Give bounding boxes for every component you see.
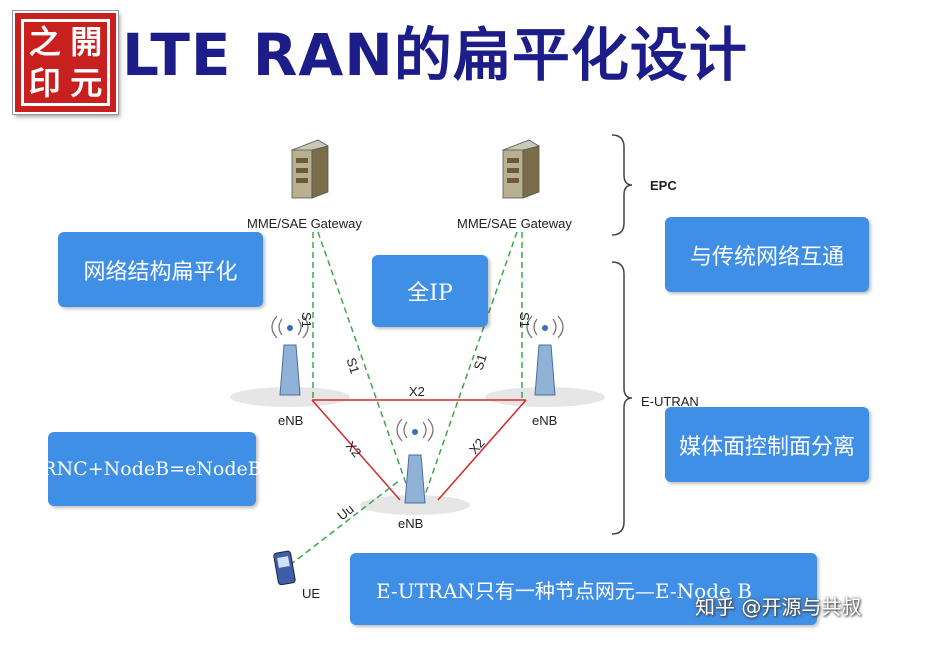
x2-line <box>437 399 527 501</box>
logo-stamp: 之 開 印 元 <box>12 10 119 115</box>
epc-bracket <box>611 134 633 236</box>
x2-links <box>311 399 527 501</box>
slide-title: LTE RAN的扁平化设计 <box>122 21 748 89</box>
single-node-box: E-UTRAN只有一种节点网元—E-Node B <box>350 553 817 625</box>
server-icon <box>502 139 540 199</box>
logo-char: 之 <box>28 23 61 61</box>
gateway-label: MME/SAE Gateway <box>457 216 572 231</box>
s1-line <box>424 231 518 496</box>
x2-label: X2 <box>466 435 488 457</box>
eutran-bracket <box>611 261 633 535</box>
enb-right-shadow <box>485 387 605 407</box>
s1-line <box>317 231 411 496</box>
enb-bottom-shadow <box>360 495 470 515</box>
x2-line <box>311 399 401 501</box>
s1-label: S1 <box>299 312 314 328</box>
zhihu-watermark: 知乎 @开源与共叔 <box>695 595 862 619</box>
gateway-label: MME/SAE Gateway <box>247 216 362 231</box>
server-icon <box>291 139 329 199</box>
logo-char: 元 <box>70 63 103 102</box>
uu-label: Uu <box>334 501 356 523</box>
interop-box: 与传统网络互通 <box>665 217 869 292</box>
rnc-nodeb-box: RNC+NodeB=eNodeB <box>42 432 262 506</box>
logo-char: 開 <box>70 23 103 61</box>
uu-line <box>289 479 401 566</box>
enb-label: eNB <box>278 413 303 428</box>
s1-label: S1 <box>517 312 532 328</box>
enb-left-shadow <box>230 387 350 407</box>
eutran-label: E-UTRAN <box>641 394 699 409</box>
x2-label: X2 <box>409 384 425 399</box>
logo-char: 印 <box>28 63 61 102</box>
enb-label: eNB <box>532 413 557 428</box>
plane-separation-box: 媒体面控制面分离 <box>665 407 869 482</box>
antenna-icon <box>396 418 434 504</box>
mobile-phone-icon <box>273 550 296 586</box>
all-ip-box: 全IP <box>372 255 488 327</box>
flat-structure-box: 网络结构扁平化 <box>58 232 263 307</box>
enb-label: eNB <box>398 516 423 531</box>
epc-label: EPC <box>650 178 677 193</box>
antenna-icon <box>526 315 564 396</box>
antenna-icon <box>271 315 309 396</box>
s1-label: S1 <box>471 352 490 372</box>
s1-label: S1 <box>343 356 362 376</box>
s1-links <box>312 231 523 496</box>
ue-label: UE <box>302 586 320 601</box>
